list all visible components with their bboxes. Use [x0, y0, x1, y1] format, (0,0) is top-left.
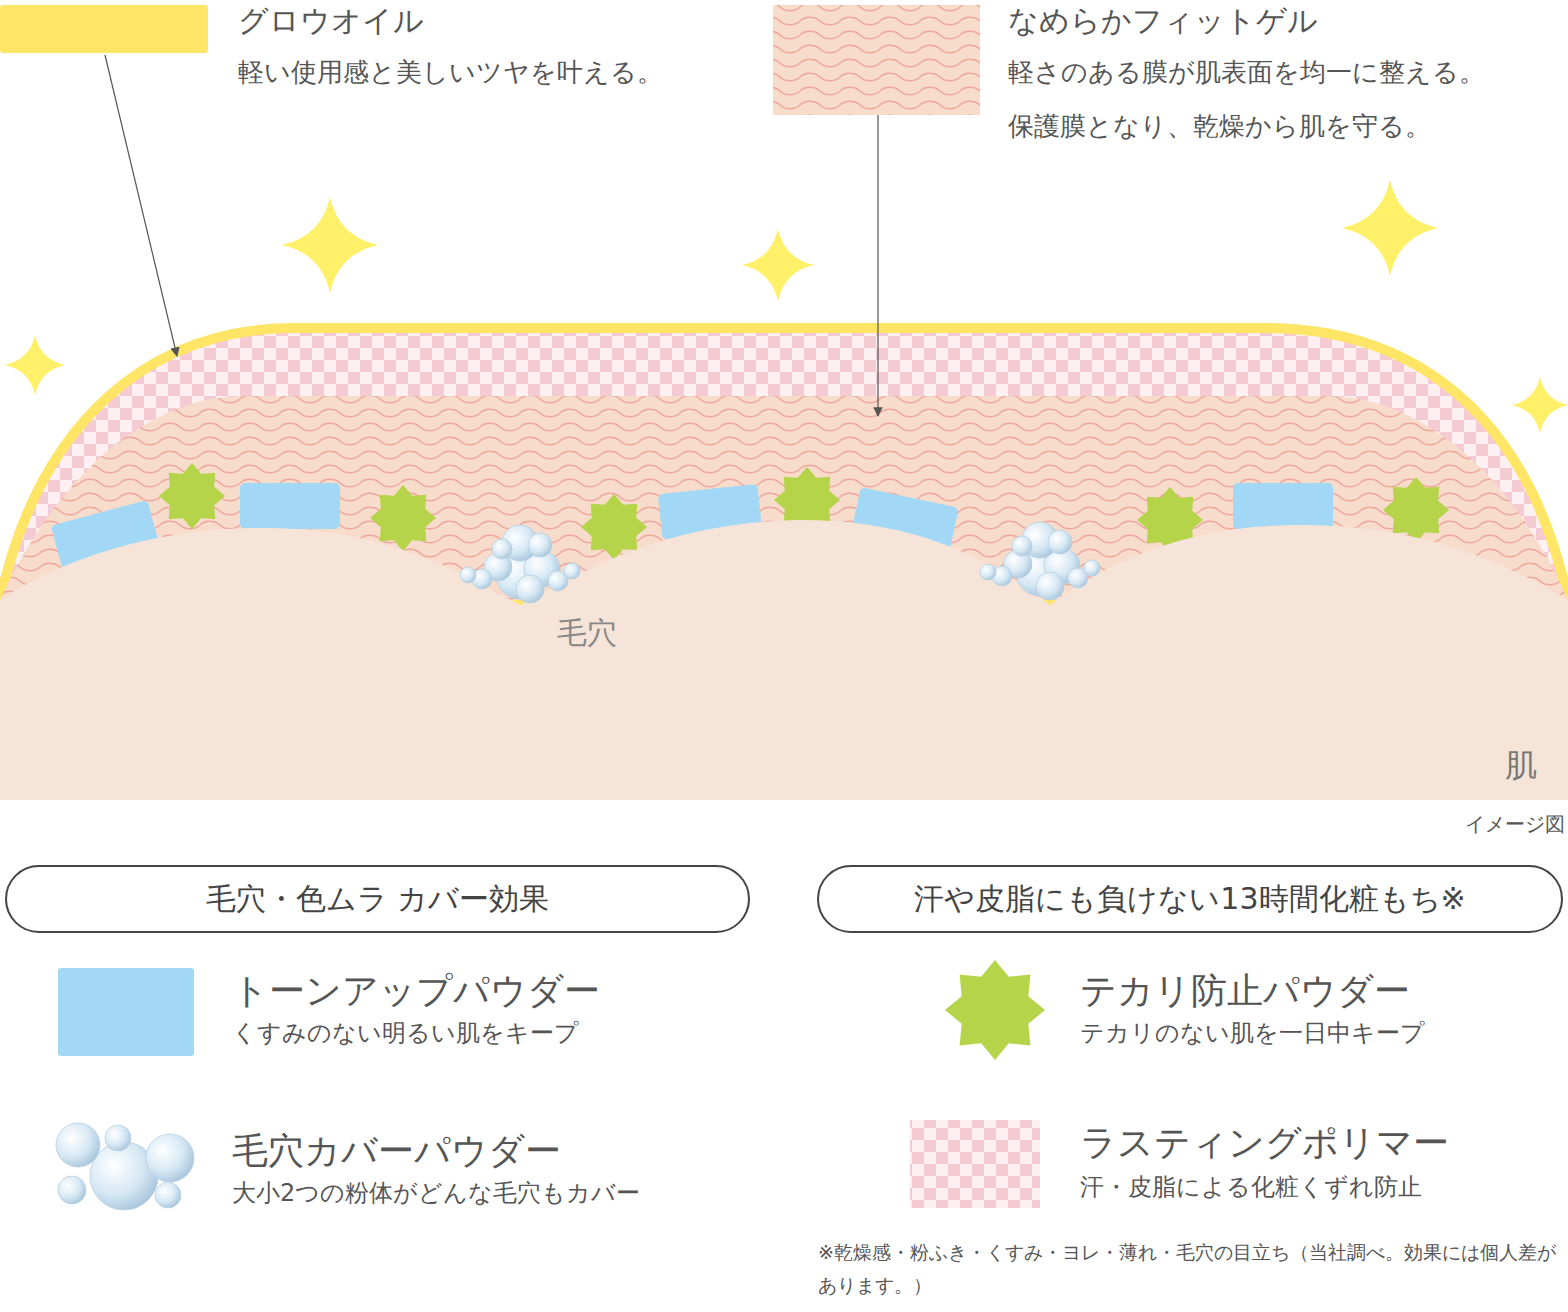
legend-label: なめらかフィットゲル	[1008, 2, 1318, 40]
legend-swatch	[0, 5, 208, 53]
effect-pill: 汗や皮脂にも負けない13時間化粧もち※	[817, 865, 1563, 933]
callout-description: 軽い使用感と美しいツヤを叶える。	[238, 56, 663, 89]
legend-description: テカリのない肌を一日中キープ	[1080, 1018, 1425, 1048]
legend-label: ラスティングポリマー	[1080, 1120, 1449, 1165]
effect-heading: 汗や皮脂にも負けない13時間化粧もち※	[914, 879, 1465, 920]
note: イメージ図	[1465, 812, 1565, 837]
part-label: 毛穴	[557, 614, 617, 652]
legend-description: くすみのない明るい肌をキープ	[232, 1018, 579, 1048]
legend-description: 汗・皮脂による化粧くずれ防止	[1080, 1172, 1422, 1202]
effect-pill: 毛穴・色ムラ カバー効果	[5, 865, 750, 933]
effect-heading: 毛穴・色ムラ カバー効果	[206, 879, 550, 920]
legend-label: グロウオイル	[238, 2, 424, 40]
legend-description: 大小2つの粉体がどんな毛穴もカバー	[232, 1178, 640, 1208]
legend-label: 毛穴カバーパウダー	[232, 1128, 561, 1173]
legend-swatch	[58, 968, 194, 1056]
callout-description: 軽さのある膜が肌表面を均一に整える。	[1008, 56, 1485, 89]
callout-description: 保護膜となり、乾燥から肌を守る。	[1008, 110, 1431, 143]
part-label: 肌	[1505, 745, 1537, 785]
footnote: ※乾燥感・粉ふき・くすみ・ヨレ・薄れ・毛穴の目立ち（当社調べ。効果には個人差があ…	[818, 1236, 1560, 1303]
legend-label: テカリ防止パウダー	[1080, 968, 1410, 1013]
legend-label: トーンアップパウダー	[232, 968, 600, 1013]
